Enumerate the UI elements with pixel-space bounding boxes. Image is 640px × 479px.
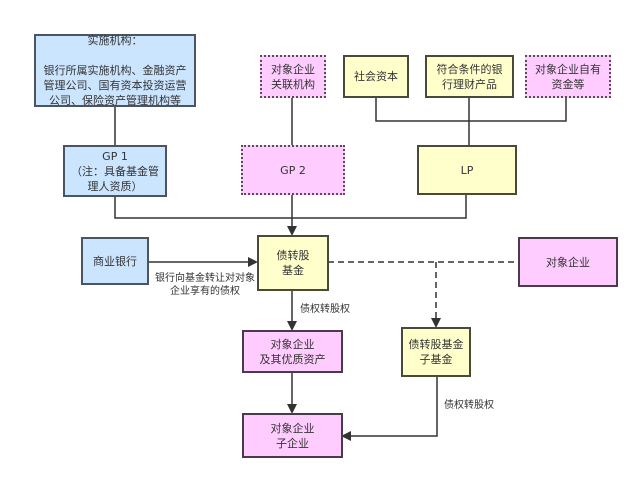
edge-subfund-sub [341, 376, 438, 441]
node-commercial-bank: 商业银行 [81, 237, 149, 285]
edge-label-subfund-to-sub: 债权转股权 [444, 400, 494, 411]
node-bank-wealth-products: 符合条件的银 行理财产品 [425, 55, 514, 98]
edge-lp-sources-merge [375, 97, 567, 122]
edge-label-fund-to-assets: 债权转股权 [300, 304, 350, 315]
node-self-funds: 对象企业自有 资金等 [525, 55, 611, 98]
node-gp2: GP 2 [241, 145, 345, 195]
node-gp1: GP 1 （注：具备基金管 理人资质） [63, 145, 167, 197]
node-lp: LP [417, 145, 517, 195]
node-target-subsidiary: 对象企业 子企业 [242, 413, 343, 458]
node-target-assets: 对象企业 及其优质资产 [242, 330, 343, 373]
node-debt-equity-fund: 债转股 基金 [257, 235, 329, 291]
node-sub-fund: 债转股基金 子基金 [401, 327, 471, 377]
node-target-company: 对象企业 [518, 237, 618, 287]
node-implementer: 实施机构： 银行所属实施机构、金融资产 管理公司、国有资本投资运营 公司、保险资… [34, 34, 196, 107]
node-affiliate: 对象企业 关联机构 [260, 55, 326, 98]
edge-label-bank-to-fund: 银行向基金转让对对象 企业享有的债权 [155, 273, 255, 297]
edge-gp1-fund [114, 194, 467, 219]
node-social-capital: 社会资本 [343, 55, 409, 98]
